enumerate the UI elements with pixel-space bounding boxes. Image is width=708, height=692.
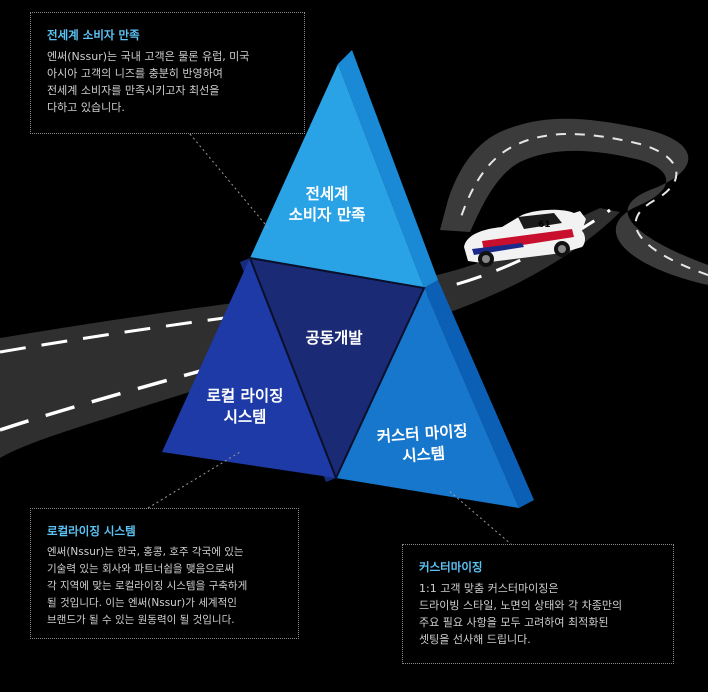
callout-body: 1:1 고객 맞춤 커스터마이징은 드라이빙 스타일, 노면의 상태와 각 차종… [419,582,623,646]
pyramid-right-side [424,280,534,508]
pyramid-left-label: 로컬 라이징 시스템 [206,387,284,426]
callout-title: 전세계 소비자 만족 [47,28,140,42]
leader-lines [147,133,513,546]
pyramid-right-face [336,288,519,508]
race-car-image: 61 [464,209,586,267]
callout-title: 로컬라이징 시스템 [47,524,136,538]
pyramid-top-side [338,50,438,288]
callout-localizing-system: 로컬라이징 시스템 엔써(Nssur)는 한국, 홍콩, 호주 각국에 있는 기… [30,508,299,639]
pyramid-center-face [250,258,424,478]
callout-title: 커스터마이징 [419,560,483,574]
pyramid-diagram [162,50,534,508]
pyramid-left-face [162,258,336,478]
callout-global-satisfaction: 전세계 소비자 만족 엔써(Nssur)는 국내 고객은 물론 유럽, 미국 아… [30,12,305,134]
pyramid-center-label: 공동개발 [305,329,363,347]
callout-customizing: 커스터마이징 1:1 고객 맞춤 커스터마이징은 드라이빙 스타일, 노면의 상… [402,544,674,664]
pyramid-top-face [250,64,424,288]
pyramid-top-label: 전세계 소비자 만족 [288,185,366,224]
car-number: 61 [538,220,551,230]
callout-body: 엔써(Nssur)는 국내 고객은 물론 유럽, 미국 아시아 고객의 니즈를 … [47,50,250,114]
callout-body: 엔써(Nssur)는 한국, 홍콩, 호주 각국에 있는 기술력 있는 회사와 … [47,546,248,626]
